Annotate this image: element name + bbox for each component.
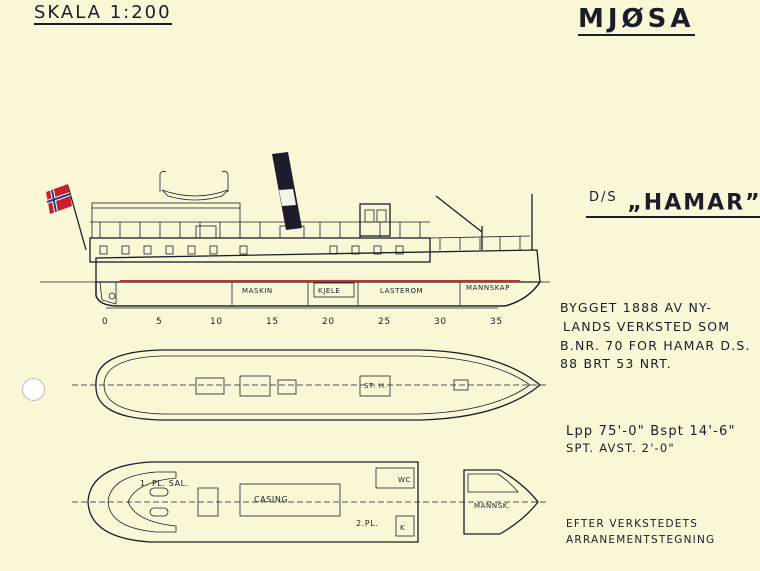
label-salong1: 1. PL. SAL.: [140, 479, 189, 488]
info-source-2: ARRANEMENTSTEGNING: [566, 534, 716, 546]
info-built-3: B.NR. 70 FOR HAMAR D.S.: [560, 338, 751, 353]
label-wc: WC: [398, 476, 411, 484]
wheelhouse: [359, 203, 391, 237]
label-lasterom: LASTEROM: [380, 287, 423, 295]
lifeboat: [161, 189, 229, 201]
casing: [239, 483, 341, 517]
deckhouse: [239, 375, 271, 397]
label-maskin: MASKIN: [242, 287, 273, 295]
scale-label: SKALA 1:200: [34, 2, 172, 25]
funnel-band: [279, 189, 296, 206]
skylight: [195, 377, 225, 395]
davit: [159, 170, 167, 192]
label-mannskap: MANNSKAP: [466, 284, 510, 292]
awning: [91, 202, 241, 209]
label-kjele: KJELE: [318, 287, 340, 295]
info-dimensions-1: Lpp 75'-0" Bspt 14'-6": [566, 424, 736, 439]
boiler: [313, 282, 355, 298]
sheet-title: MJØSA: [578, 4, 695, 36]
info-built-2: LANDS VERKSTED SOM: [563, 319, 731, 334]
davit: [221, 170, 229, 192]
scale-tick-15: 15: [266, 317, 279, 327]
derrick: [435, 195, 483, 233]
scale-tick-5: 5: [156, 317, 162, 327]
profile-view: MASKIN KJELE LASTEROM MANNSKAP: [40, 152, 550, 307]
deck-plan: ST. H.: [72, 349, 548, 421]
scale-tick-10: 10: [210, 317, 223, 327]
label-casing: CASING: [254, 495, 288, 504]
label-sth: ST. H.: [364, 382, 387, 390]
info-built-1: BYGGET 1888 AV NY-: [560, 300, 713, 315]
frame-scale: 0 5 10 15 20 25 30 35: [102, 307, 503, 327]
punch-hole: [22, 378, 45, 401]
ship-name: D/S „HAMAR”: [589, 190, 760, 215]
saloon-seating: [107, 471, 177, 533]
fore-peak-berths: [467, 473, 519, 493]
deck-outline: [95, 349, 542, 421]
label-k: K: [400, 524, 405, 532]
propeller: [108, 292, 116, 300]
portholes: [99, 245, 404, 255]
ship-prefix: D/S: [589, 190, 618, 205]
table: [149, 487, 169, 497]
info-source-1: EFTER VERKSTEDETS: [566, 518, 699, 530]
scale-tick-20: 20: [322, 317, 335, 327]
ship-name-text: „HAMAR”: [627, 190, 760, 216]
info-built-4: 88 BRT 53 NRT.: [560, 356, 672, 371]
wc: [375, 467, 415, 489]
fore-peak: [463, 469, 539, 535]
scale-tick-30: 30: [434, 317, 447, 327]
hull: [95, 249, 541, 307]
superstructure: [89, 237, 431, 263]
galley: [395, 515, 415, 537]
hatch: [453, 379, 469, 391]
scale-tick-0: 0: [102, 317, 108, 327]
info-dimensions-2: SPT. AVST. 2'-0": [566, 441, 675, 455]
wheelhouse-plan: [359, 375, 391, 397]
label-mannskap-plan: MANNSK.: [474, 502, 511, 510]
flag-staff: [67, 185, 87, 251]
crate: [195, 225, 217, 239]
arrangement-plan: 1. PL. SAL. CASING WC 2.PL. K MANNSK.: [72, 461, 548, 543]
funnel-casing: [277, 379, 297, 395]
saloon-hull: [87, 461, 419, 543]
rudder: [99, 281, 117, 305]
label-salong2: 2.PL.: [356, 519, 378, 528]
fore-railing: [429, 235, 531, 250]
ship-name-underline: [586, 216, 760, 218]
hull-underwater: [95, 281, 542, 307]
stairs: [197, 487, 219, 517]
scale-tick-35: 35: [490, 317, 503, 327]
deck-inner: [103, 355, 531, 415]
scale-tick-25: 25: [378, 317, 391, 327]
table: [149, 507, 169, 517]
